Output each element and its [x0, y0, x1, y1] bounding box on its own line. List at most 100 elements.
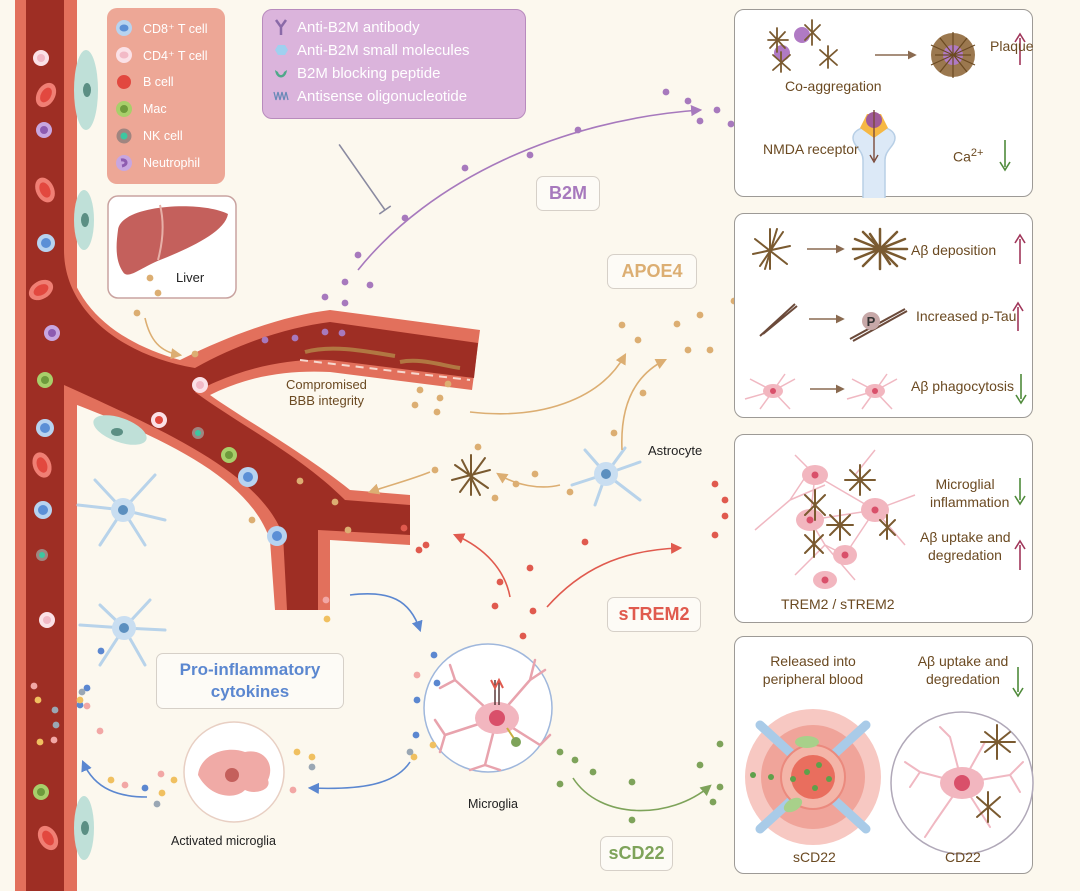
factor-dot [431, 466, 439, 474]
legend-label: CD4⁺ T cell [143, 48, 208, 63]
factor-dot [574, 126, 582, 134]
legend-label: NK cell [143, 129, 183, 143]
factor-dot [696, 761, 704, 769]
arrow-amyloid-to-vessel [367, 471, 431, 495]
arrow-liver-to-vessel [144, 317, 183, 360]
nmda-receptor-label: NMDA receptor [763, 141, 859, 157]
apoe4-effect-label: Aβ deposition [911, 242, 997, 258]
panel-apoe4-effects: P Aβ deposition Increased p-Tau Aβ phago… [734, 213, 1033, 418]
scd22-label: sCD22 [600, 836, 673, 871]
cd4-t-cell-icon [116, 47, 132, 63]
main-blood-vessel [15, 0, 77, 891]
arrow-strem2-to-panel [546, 542, 683, 608]
apoe4-effect-label: Increased p-Tau [916, 308, 1017, 324]
bbb-label-line: BBB integrity [288, 393, 365, 408]
factor-dot [308, 763, 316, 771]
factor-dot [341, 278, 349, 286]
legend-item: Mac [115, 98, 167, 120]
factor-dot [191, 350, 199, 358]
factor-dot [662, 88, 670, 96]
factor-dot [36, 738, 44, 746]
arrow-microglia-to-activated [307, 761, 411, 794]
factor-dot [706, 346, 714, 354]
factor-dot [154, 289, 162, 297]
factor-dot [52, 721, 60, 729]
amyloid-aggregate-icon [851, 227, 909, 271]
activated-microglia-label: Activated microglia [171, 834, 276, 848]
factor-dot [461, 164, 469, 172]
cd8-t-cell-icon [116, 20, 132, 36]
factor-dot [634, 336, 642, 344]
factor-dot [556, 780, 564, 788]
legend-item: Neutrophil [115, 152, 200, 174]
plaque-label: Plaque [990, 38, 1034, 54]
factor-dot [406, 748, 414, 756]
liver-label: Liver [176, 270, 205, 285]
factor-dot [673, 320, 681, 328]
factor-dot [83, 684, 91, 692]
calcium-label: Ca2+ [953, 144, 983, 166]
factor-dot [354, 251, 362, 259]
factor-dot [422, 541, 430, 549]
inhibition-line [338, 144, 392, 215]
trem2-effect-label: Aβ uptake and degredation [920, 528, 1011, 564]
factor-dot [444, 380, 452, 388]
branch-blood-vessel [64, 230, 480, 610]
factor-dot [519, 632, 527, 640]
factor-dot [628, 778, 636, 786]
trem2-effect-line: degredation [928, 547, 1002, 563]
amyloid-monomer-icon [752, 228, 791, 270]
factor-dot [34, 696, 42, 704]
factor-dot [721, 496, 729, 504]
factor-dot [628, 816, 636, 824]
cd22-title-line: Aβ uptake and [917, 653, 1009, 669]
factor-dot [296, 477, 304, 485]
factor-dot [491, 602, 499, 610]
microglia-small-icon [744, 373, 796, 410]
macrophage-icon [116, 101, 132, 117]
factor-dot [721, 512, 729, 520]
factor-dot [433, 408, 441, 416]
factor-dot [413, 671, 421, 679]
factor-dot [146, 274, 154, 282]
legend-item: B2M blocking peptide [273, 62, 440, 84]
factor-dot [261, 336, 269, 344]
antibody-icon [274, 19, 288, 35]
microglia-label: Microglia [468, 797, 519, 811]
factor-dot [97, 647, 105, 655]
factor-dot [321, 293, 329, 301]
microglia-cell [423, 643, 553, 773]
factor-dot [83, 702, 91, 710]
legend-label: B2M blocking peptide [297, 64, 441, 82]
trem2-effect-line: inflammation [930, 494, 1010, 510]
legend-item: B cell [115, 71, 174, 93]
factor-dot [321, 328, 329, 336]
pro-inflammatory-cytokines-label: Pro-inflammatory cytokines [156, 653, 344, 709]
arrow-apoe4-to-panel [469, 353, 627, 415]
factor-dot [639, 389, 647, 397]
factor-dot [344, 526, 352, 534]
plaque-icon [930, 32, 976, 78]
trem2-effect-line: Microglial [935, 476, 995, 492]
factor-dot [293, 748, 301, 756]
factor-dot [496, 578, 504, 586]
strem2-label: sTREM2 [607, 597, 701, 632]
factor-dot [107, 776, 115, 784]
factor-dot [415, 546, 423, 554]
legend-item: CD8⁺ T cell [115, 17, 208, 39]
factor-dot [308, 753, 316, 761]
factor-dot [556, 748, 564, 756]
factor-dot [696, 117, 704, 125]
factor-dot [96, 727, 104, 735]
panel-trem2-effects: TREM2 / sTREM2 Microglial inflammation A… [734, 434, 1033, 623]
factor-dot [436, 394, 444, 402]
factor-dot [618, 321, 626, 329]
blocking-peptide-icon [275, 70, 287, 78]
factor-dot [121, 781, 129, 789]
legend-label: Mac [143, 102, 167, 116]
antisense-oligonucleotide-icon [273, 91, 289, 101]
factor-dot [50, 736, 58, 744]
factor-dot [684, 346, 692, 354]
scd22-dots [750, 762, 832, 791]
